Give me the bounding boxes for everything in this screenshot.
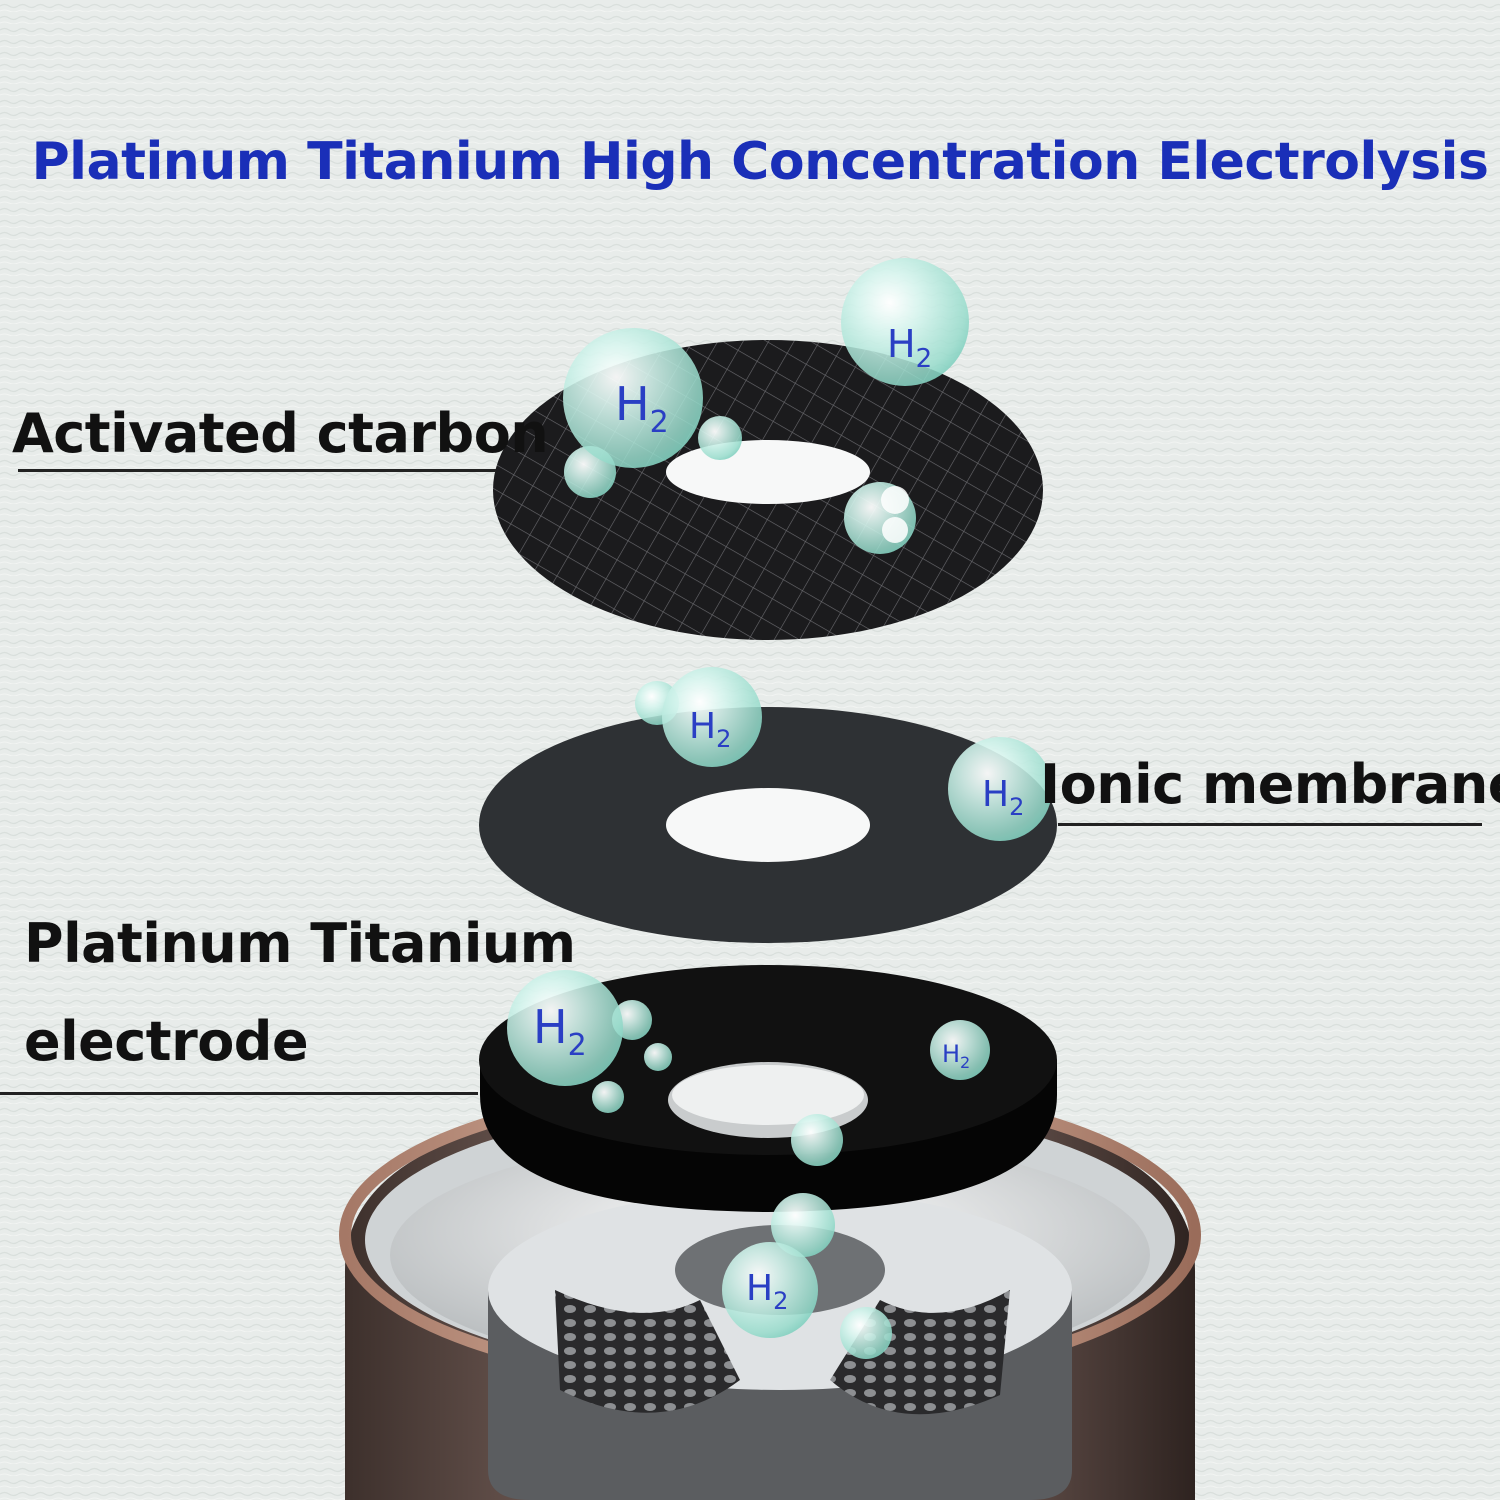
svg-text:H2: H2 xyxy=(615,377,669,440)
h2-bubble: H2 xyxy=(841,258,969,386)
svg-text:H2: H2 xyxy=(746,1268,788,1315)
bubble xyxy=(881,486,909,514)
h2-bubble: H2 xyxy=(948,737,1052,841)
electrode-disc xyxy=(479,965,1057,1212)
bubble xyxy=(592,1081,624,1113)
label-electrode-line1: Platinum Titanium xyxy=(24,912,576,975)
svg-text:H2: H2 xyxy=(887,322,932,374)
leader-line-electrode xyxy=(0,1092,478,1095)
membrane-disc xyxy=(479,707,1057,943)
h2-bubble: H2 xyxy=(507,970,623,1086)
bubble xyxy=(698,416,742,460)
label-ionic-membrane: Ionic membrane xyxy=(1040,753,1500,816)
h2-bubble: H2 xyxy=(930,1020,990,1080)
h2-bubble: H2 xyxy=(722,1242,818,1338)
label-activated-carbon: Activated ctarbon xyxy=(12,402,549,465)
page-title: Platinum Titanium High Concentration Ele… xyxy=(31,132,1489,192)
leader-line-activated-carbon xyxy=(18,469,496,472)
svg-text:H2: H2 xyxy=(689,706,731,753)
bubble xyxy=(771,1193,835,1257)
h2-bubble: H2 xyxy=(563,328,703,468)
bubble xyxy=(644,1043,672,1071)
svg-text:H2: H2 xyxy=(533,1000,587,1063)
bubble xyxy=(791,1114,843,1166)
bubble xyxy=(882,517,908,543)
svg-text:H2: H2 xyxy=(982,774,1024,821)
bubble xyxy=(840,1307,892,1359)
leader-line-ionic-membrane xyxy=(1058,823,1482,826)
label-electrode-line2: electrode xyxy=(24,1010,309,1073)
h2-bubbles: H2 H2 H2 H2 H2 H2 H2 xyxy=(507,258,1052,1338)
svg-text:H2: H2 xyxy=(942,1040,970,1072)
h2-bubble: H2 xyxy=(662,667,762,767)
